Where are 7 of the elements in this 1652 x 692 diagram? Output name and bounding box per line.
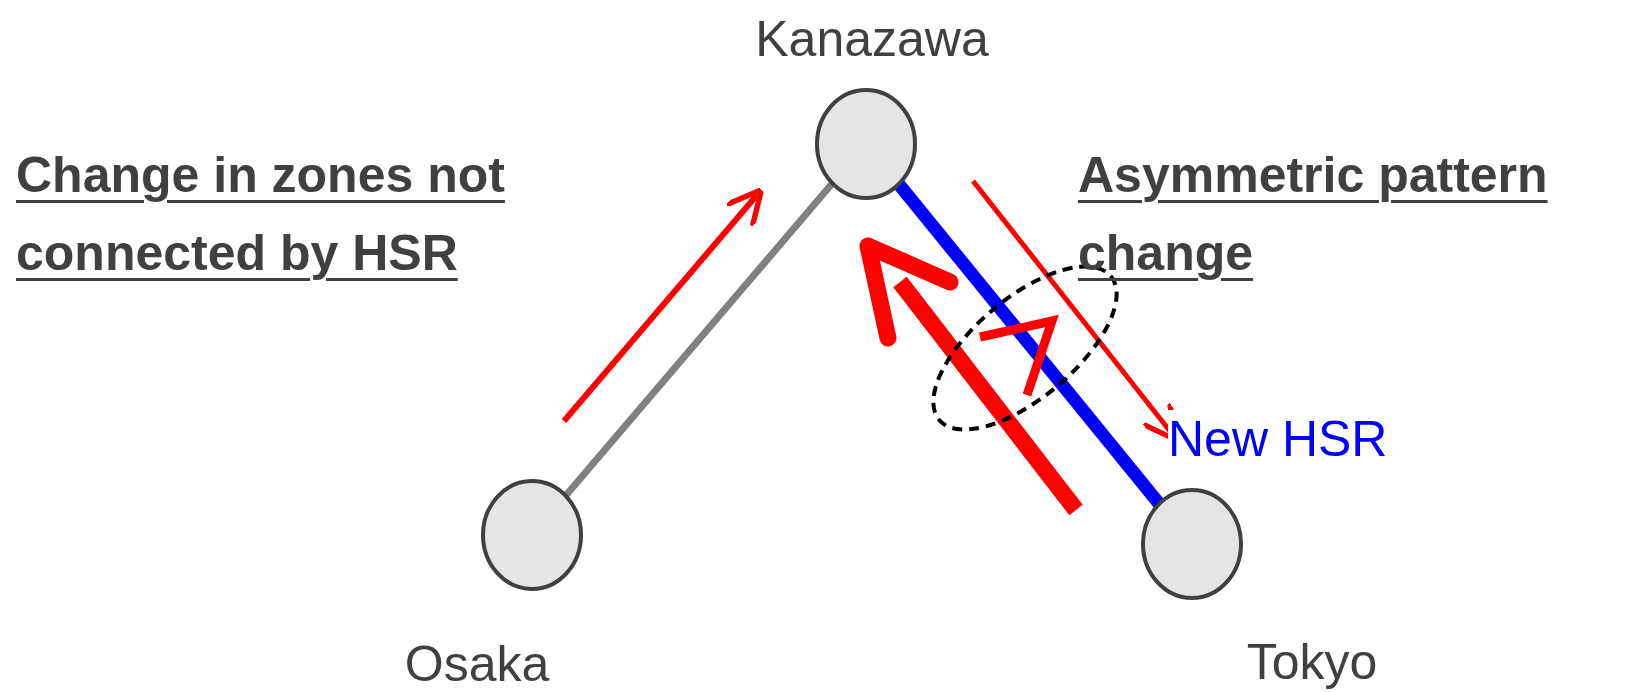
rail-line [562,181,836,498]
city-label: Osaka [404,635,550,692]
city-label: Kanazawa [755,10,989,68]
heading: Asymmetric pattern change [1078,146,1549,283]
rail-line [893,180,1165,508]
city-label: Tokyo [1246,633,1378,691]
heading: Change in zones not connected by HSR [16,146,506,283]
